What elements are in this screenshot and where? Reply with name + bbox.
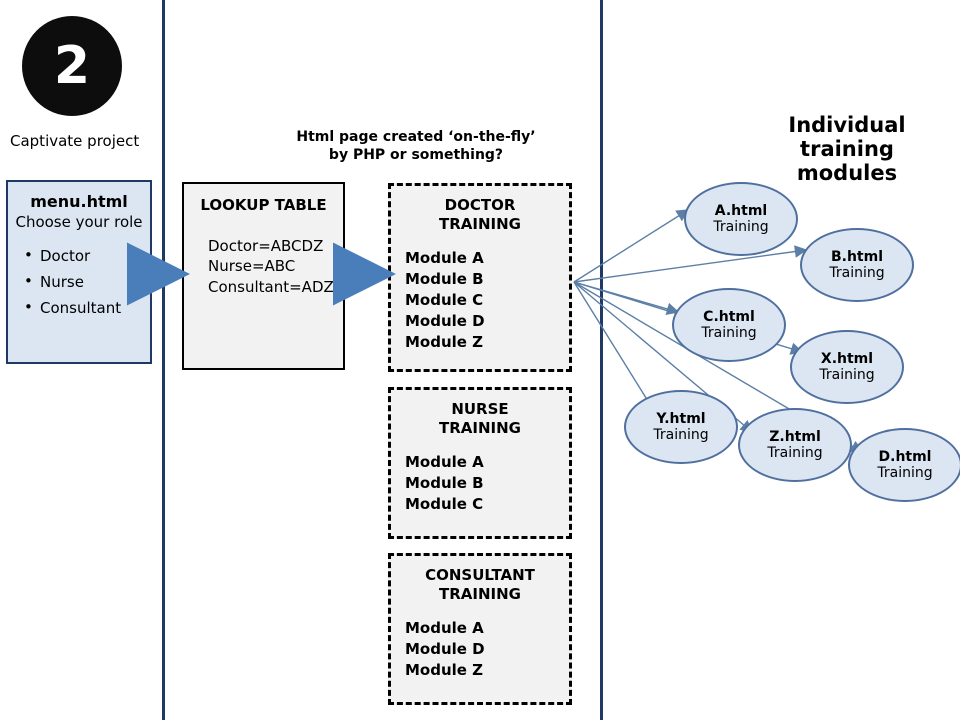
- lookup-table-lines: Doctor=ABCDZ Nurse=ABC Consultant=ADZ: [208, 236, 343, 297]
- module-ellipse-z-sub: Training: [767, 445, 823, 461]
- nurse-training-title-line1: NURSE: [451, 400, 509, 418]
- module-ellipse-a-name: A.html: [714, 203, 768, 219]
- module-item: Module B: [405, 269, 484, 288]
- column-divider-right: [600, 0, 603, 720]
- module-ellipse-c-sub: Training: [701, 325, 757, 341]
- lookup-line: Consultant=ADZ: [208, 277, 334, 296]
- lookup-line: Doctor=ABCDZ: [208, 237, 324, 255]
- html-page-note-line1: Html page created ‘on-the-fly’: [296, 129, 536, 145]
- individual-modules-title-line1: Individual: [788, 113, 906, 137]
- doctor-training-title-line2: TRAINING: [439, 214, 521, 233]
- html-page-note-line2: by PHP or something?: [328, 147, 504, 164]
- module-ellipse-x[interactable]: X.html Training: [790, 330, 904, 404]
- consultant-training-title-line2: TRAINING: [439, 584, 521, 603]
- module-item: Module C: [405, 494, 484, 513]
- lookup-line: Nurse=ABC: [208, 257, 296, 276]
- nurse-training-title: NURSE TRAINING: [391, 400, 569, 438]
- module-item: Module A: [405, 452, 484, 471]
- module-item: Module D: [405, 639, 485, 658]
- column-divider-left: [162, 0, 165, 720]
- module-ellipse-a[interactable]: A.html Training: [684, 182, 798, 256]
- nurse-training-box: NURSE TRAINING Module A Module B Module …: [388, 387, 572, 539]
- module-ellipse-c-name: C.html: [703, 309, 755, 325]
- module-ellipse-y-name: Y.html: [656, 411, 706, 427]
- module-ellipse-b-name: B.html: [830, 249, 884, 265]
- module-ellipse-b[interactable]: B.html Training: [800, 228, 914, 302]
- doctor-training-title: DOCTOR TRAINING: [391, 196, 569, 234]
- module-ellipse-y-sub: Training: [653, 427, 709, 443]
- consultant-training-modules: Module A Module D Module Z: [405, 618, 569, 681]
- doctor-training-box: DOCTOR TRAINING Module A Module B Module…: [388, 183, 572, 372]
- consultant-training-box: CONSULTANT TRAINING Module A Module D Mo…: [388, 553, 572, 705]
- menu-title: menu.html: [30, 192, 128, 211]
- module-item: Module B: [405, 473, 484, 492]
- doctor-training-modules: Module A Module B Module C Module D Modu…: [405, 248, 569, 353]
- html-page-note: Html page created ‘on-the-fly’ by PHP or…: [270, 128, 562, 164]
- step-badge: 2: [22, 16, 122, 116]
- lookup-table-box: LOOKUP TABLE Doctor=ABCDZ Nurse=ABC Cons…: [182, 182, 345, 370]
- module-ellipse-x-sub: Training: [819, 367, 875, 383]
- menu-role-list: Doctor Nurse Consultant: [22, 246, 150, 317]
- module-item: Module A: [405, 248, 484, 267]
- module-ellipse-c[interactable]: C.html Training: [672, 288, 786, 362]
- module-ellipse-z-name: Z.html: [769, 429, 821, 445]
- module-ellipse-b-sub: Training: [829, 265, 885, 281]
- module-ellipse-d-name: D.html: [878, 449, 932, 465]
- menu-subtitle: Choose your role: [15, 213, 143, 231]
- module-ellipse-d-sub: Training: [877, 465, 933, 481]
- module-item: Module D: [405, 311, 485, 330]
- module-ellipse-d[interactable]: D.html Training: [848, 428, 960, 502]
- module-ellipse-x-name: X.html: [820, 351, 874, 367]
- nurse-training-title-line2: TRAINING: [439, 418, 521, 437]
- module-item: Module A: [405, 618, 484, 637]
- lookup-table-title: LOOKUP TABLE: [200, 196, 327, 214]
- consultant-training-title: CONSULTANT TRAINING: [391, 566, 569, 604]
- individual-modules-title-line2: training: [800, 137, 894, 162]
- menu-role-item[interactable]: Doctor: [22, 246, 150, 265]
- nurse-training-modules: Module A Module B Module C: [405, 452, 569, 515]
- module-ellipse-y[interactable]: Y.html Training: [624, 390, 738, 464]
- module-ellipse-a-sub: Training: [713, 219, 769, 235]
- step-badge-number: 2: [53, 36, 91, 96]
- badge-caption: Captivate project: [10, 132, 140, 150]
- menu-role-item[interactable]: Nurse: [22, 272, 150, 291]
- doctor-training-title-line1: DOCTOR: [444, 196, 516, 214]
- module-ellipse-z[interactable]: Z.html Training: [738, 408, 852, 482]
- module-item: Module Z: [405, 660, 484, 679]
- menu-html-panel[interactable]: menu.html Choose your role Doctor Nurse …: [6, 180, 152, 364]
- module-item: Module C: [405, 290, 484, 309]
- individual-modules-title-line3: modules: [796, 161, 898, 186]
- module-item: Module Z: [405, 332, 484, 351]
- consultant-training-title-line1: CONSULTANT: [425, 566, 535, 584]
- menu-role-item[interactable]: Consultant: [22, 298, 150, 317]
- individual-modules-title: Individual training modules: [752, 113, 942, 185]
